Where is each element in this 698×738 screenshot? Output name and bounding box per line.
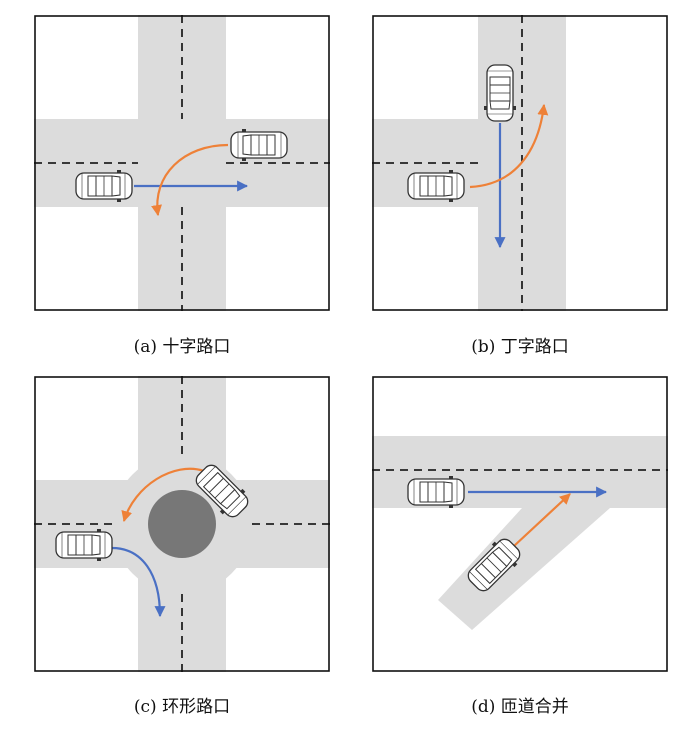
- panel-t-intersection: [372, 15, 668, 311]
- cross-intersection-diagram: [34, 15, 330, 311]
- turn-arrow: [469, 103, 549, 189]
- turn-arrow: [513, 493, 571, 547]
- panel-roundabout: [34, 376, 330, 672]
- panel-frame: [34, 376, 330, 672]
- car-icon: [483, 64, 517, 122]
- caption-roundabout: (c) 环形路口: [133, 697, 231, 717]
- ramp-merge-diagram: [372, 376, 668, 672]
- panel-cross-intersection: [34, 15, 330, 311]
- car-icon: [55, 528, 113, 562]
- on-ramp: [438, 508, 610, 630]
- panel-frame: [372, 376, 668, 672]
- car-icon: [407, 169, 465, 203]
- panel-ramp-merge: [372, 376, 668, 672]
- car-icon: [230, 128, 288, 162]
- caption-cross-intersection: (a) 十字路口: [133, 337, 231, 357]
- caption-t-intersection: (b) 丁字路口: [471, 337, 569, 357]
- panel-frame: [34, 15, 330, 311]
- turn-arrow: [121, 467, 205, 523]
- caption-ramp-merge: (d) 匝道合并: [471, 697, 569, 717]
- panel-frame: [372, 15, 668, 311]
- car-icon: [75, 169, 133, 203]
- straight-arrow: [111, 546, 166, 618]
- car-icon: [407, 475, 465, 509]
- roundabout-diagram: [34, 376, 330, 672]
- t-intersection-diagram: [372, 15, 668, 311]
- central-island: [148, 490, 216, 558]
- turn-arrow: [151, 143, 229, 217]
